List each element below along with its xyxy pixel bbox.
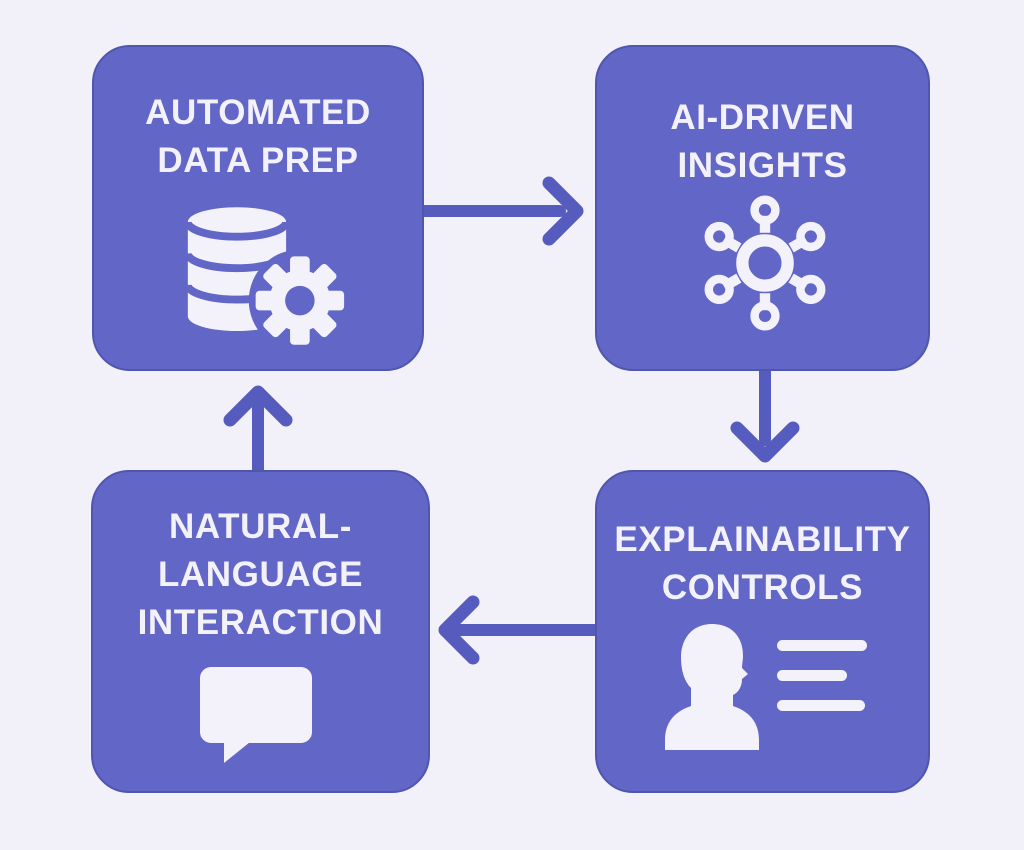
node-label-line: LANGUAGE [157,554,364,594]
node-label: AI-DRIVEN INSIGHTS [597,94,928,190]
node-label-line: INTERACTION [137,602,384,642]
node-label-line: CONTROLS [661,567,864,607]
arrow-down-icon [730,365,800,463]
node-explainability-controls: EXPLAINABILITY CONTROLS [595,470,930,793]
network-hub-icon [704,195,826,331]
node-label: NATURAL- LANGUAGE INTERACTION [93,503,428,647]
arrow-up-icon [223,385,293,476]
node-label: EXPLAINABILITY CONTROLS [597,516,928,612]
node-label: AUTOMATED DATA PREP [94,89,422,185]
node-label-line: AI-DRIVEN [670,98,855,137]
arrow-right-icon [417,176,584,246]
node-natural-language-interaction: NATURAL- LANGUAGE INTERACTION [91,470,430,793]
node-label-line: NATURAL- [169,507,352,546]
node-automated-data-prep: AUTOMATED DATA PREP [92,45,424,371]
node-label-line: AUTOMATED [145,93,371,132]
node-label-line: DATA PREP [157,140,359,180]
node-ai-driven-insights: AI-DRIVEN INSIGHTS [595,45,930,371]
node-label-line: INSIGHTS [677,145,848,185]
speech-bubble-icon [200,667,312,763]
person-list-icon [665,624,867,750]
arrow-left-icon [438,595,601,665]
node-label-line: EXPLAINABILITY [614,520,911,559]
database-gear-icon [183,207,350,352]
